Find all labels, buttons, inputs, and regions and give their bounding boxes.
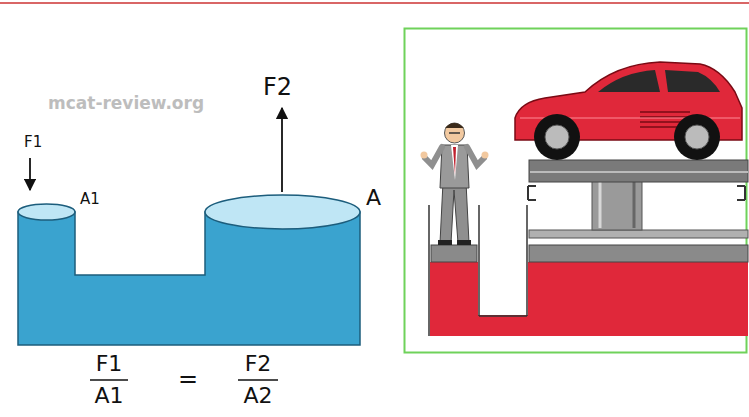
u-tube xyxy=(18,195,360,345)
top-rule xyxy=(0,2,749,4)
watermark: mcat-review.org xyxy=(48,94,204,113)
formula-term: F1 xyxy=(96,352,123,376)
formula-term: A2 xyxy=(243,384,272,408)
force-arrow xyxy=(281,108,283,192)
fraction-bar xyxy=(90,379,128,381)
fraction-bar xyxy=(238,379,278,381)
area-label: A xyxy=(366,186,381,210)
hydraulic-lift xyxy=(429,160,748,336)
formula-sign: = xyxy=(178,366,198,392)
man xyxy=(421,123,489,245)
force-label: F2 xyxy=(263,74,292,100)
force-arrow xyxy=(29,158,31,190)
car xyxy=(515,62,742,160)
formula-term: F2 xyxy=(245,352,272,376)
area-label: A1 xyxy=(80,191,100,208)
formula-term: A1 xyxy=(94,384,123,408)
force-label: F1 xyxy=(24,134,42,151)
